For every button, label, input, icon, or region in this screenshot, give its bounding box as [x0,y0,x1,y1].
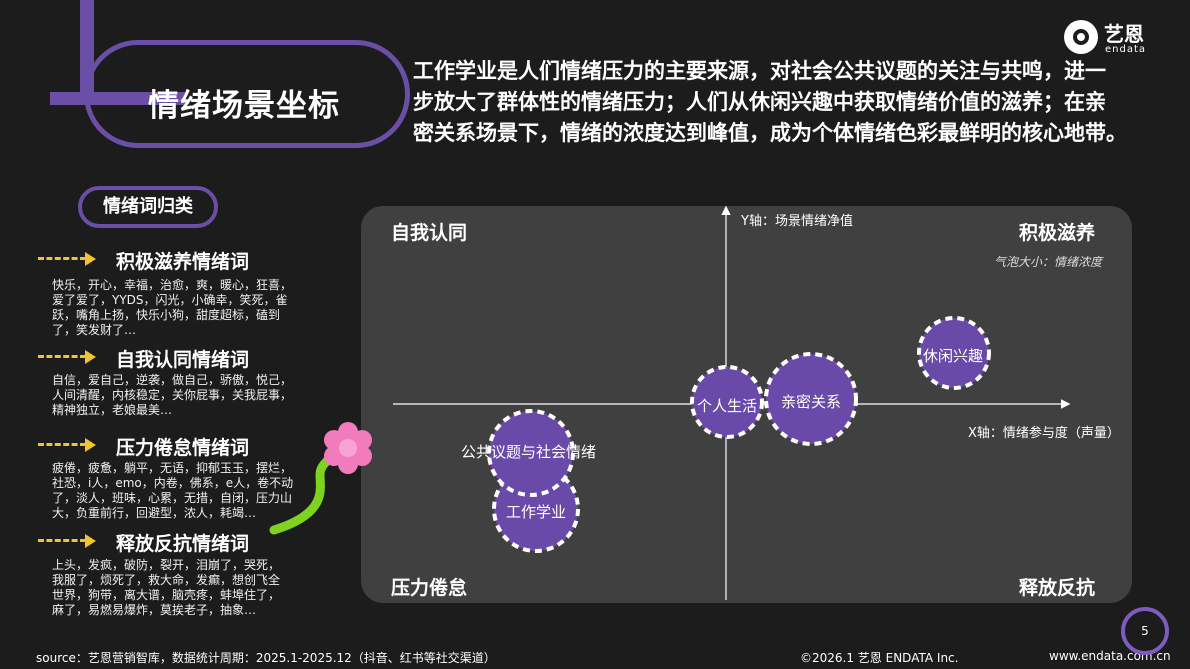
headline-line: 工作学业是人们情绪压力的主要来源，对社会公共议题的关注与共鸣，进一 [413,59,1106,83]
headline-line: 步放大了群体性的情绪压力；人们从休闲兴趣中获取情绪价值的滋养；在亲 [413,90,1106,114]
word-line: 爱了爱了，YYDS，闪光，小确幸，笑死，雀 [52,293,288,307]
arrow-icon [38,438,98,452]
source-note: source：艺恩营销智库，数据统计周期：2025.1-2025.12（抖音、红… [36,651,496,665]
word-line: 大，负重前行，回避型，浓人，耗竭… [52,506,257,520]
category-words-identity: 自信，爱自己，逆袭，做自己，骄傲，悦己， 人间清醒，内核稳定，关你屁事，关我屁事… [52,373,300,418]
word-line: 快乐，开心，幸福，治愈，爽，暖心，狂喜， [52,278,293,292]
word-line: 自信，爱自己，逆袭，做自己，骄傲，悦己， [52,373,293,387]
endata-logo: 艺恩 endata [1064,18,1164,58]
word-line: 精神独立，老娘最美… [52,403,173,417]
headline: 工作学业是人们情绪压力的主要来源，对社会公共议题的关注与共鸣，进一 步放大了群体… [413,56,1173,149]
x-axis-label: X轴：情绪参与度（声量） [968,426,1120,441]
logo-text-cn: 艺恩 [1104,22,1144,46]
category-words-positive: 快乐，开心，幸福，治愈，爽，暖心，狂喜， 爱了爱了，YYDS，闪光，小确幸，笑死… [52,278,300,338]
category-pill: 情绪词归类 [78,186,218,228]
headline-line: 密关系场景下，情绪的浓度达到峰值，成为个体情绪色彩最鲜明的核心地带。 [413,121,1127,145]
bubble-label-intimate: 亲密关系 [781,393,842,411]
word-line: 麻了，易燃易爆炸，莫挨老子，抽象… [52,603,257,617]
flower-icon [322,422,374,474]
bubble-label-leisure: 休闲兴趣 [923,347,984,365]
category-title-identity: 自我认同情绪词 [116,349,250,371]
quadrant-label-top-right: 积极滋养 [1019,222,1096,244]
copyright: ©2026.1 艺恩 ENDATA Inc. [800,651,959,665]
quadrant-label-bottom-left: 压力倦怠 [391,577,468,599]
y-axis-label: Y轴：场景情绪净值 [741,214,853,229]
word-line: 了，淡人，班味，心累，无措，自闭，压力山 [52,491,293,505]
word-line: 我服了，烦死了，救大命，发癫，想创飞全 [52,573,281,587]
page-title: 情绪场景坐标 [148,88,340,124]
bubble-label-work-study: 工作学业 [506,503,567,521]
category-title-release: 释放反抗情绪词 [116,533,250,555]
page-number: 5 [1121,607,1169,655]
bubble-label-personal-life: 个人生活 [697,397,758,415]
word-line: 上头，发疯，破防，裂开，泪崩了，哭死， [52,558,281,572]
word-line: 跃，嘴角上扬，快乐小狗，甜度超标，磕到 [52,308,281,322]
word-line: 人间清醒，内核稳定，关你屁事，关我屁事， [52,388,293,402]
quadrant-label-top-left: 自我认同 [391,222,468,244]
word-line: 疲倦，疲惫，躺平，无语，抑郁玉玉，摆烂， [52,461,293,475]
quadrant-label-bottom-right: 释放反抗 [1019,577,1096,599]
word-line: 了，笑发财了… [52,323,137,337]
category-title-positive: 积极滋养情绪词 [116,251,250,273]
bubble-size-note: 气泡大小：情绪浓度 [994,255,1103,269]
logo-text-en: endata [1105,44,1147,55]
bubble-label-public-issues: 公共议题与社会情绪 [461,443,597,461]
category-words-pressure: 疲倦，疲惫，躺平，无语，抑郁玉玉，摆烂， 社恐，i人，emo，内卷，佛系，e人，… [52,461,300,521]
arrow-icon [38,350,98,364]
word-line: 社恐，i人，emo，内卷，佛系，e人，卷不动 [52,476,294,490]
arrow-icon [38,252,98,266]
word-line: 世界，狗带，离大谱，脑壳疼，蚌埠住了， [52,588,281,602]
logo-mark-icon [1064,20,1098,54]
arrow-icon [38,534,98,548]
decorative-bar-horizontal [50,92,186,105]
category-words-release: 上头，发疯，破防，裂开，泪崩了，哭死， 我服了，烦死了，救大命，发癫，想创飞全 … [52,558,300,618]
category-title-pressure: 压力倦怠情绪词 [116,437,250,459]
